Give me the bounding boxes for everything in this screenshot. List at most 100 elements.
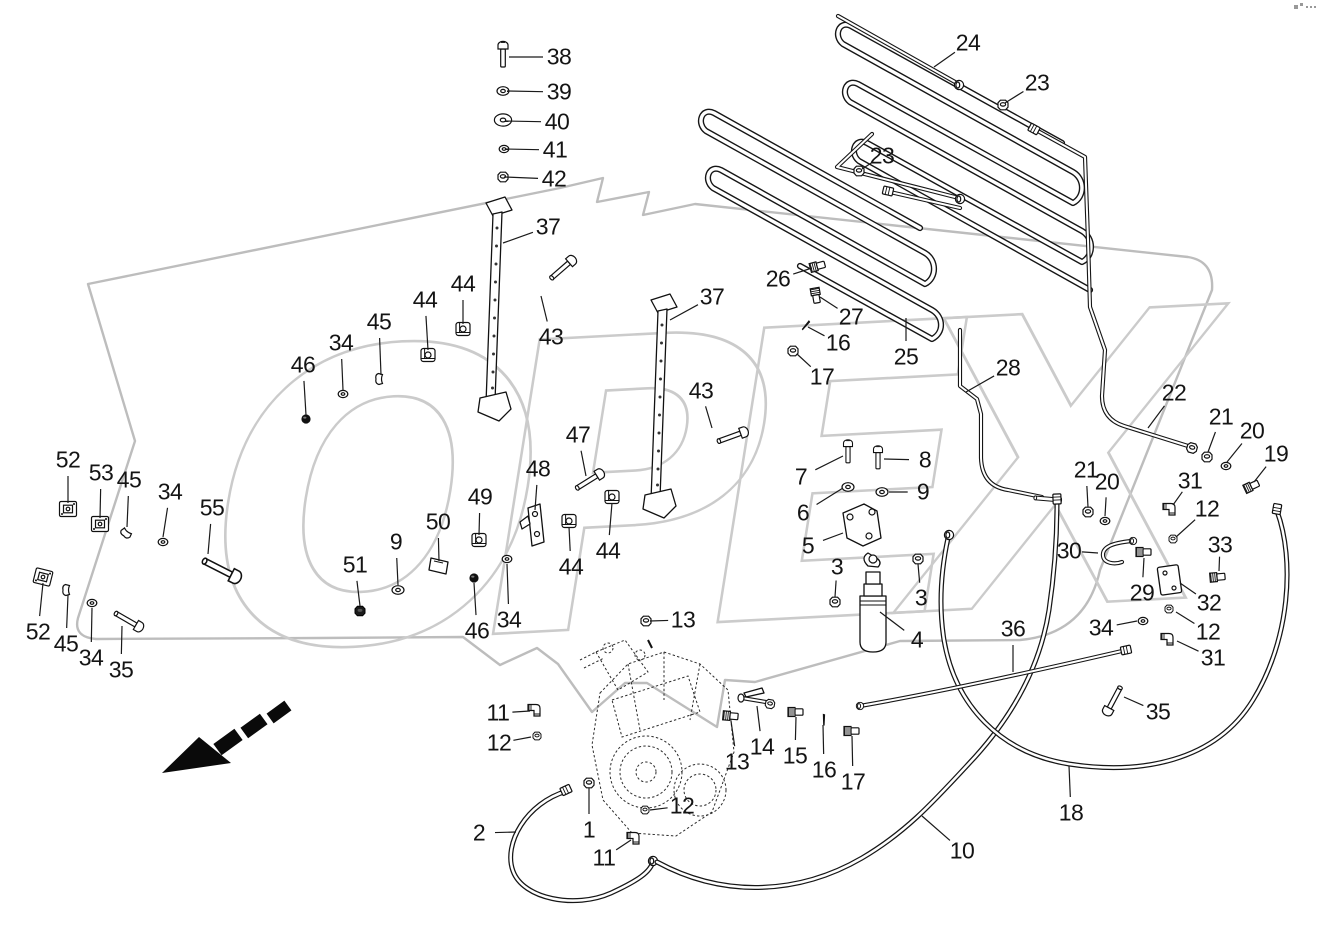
rail-37-left	[477, 196, 513, 422]
fitting-19	[1242, 478, 1261, 495]
leader-line-34	[341, 358, 344, 391]
leader-line-35	[1123, 696, 1144, 707]
cooler-coil-lower	[697, 108, 945, 343]
nut-13a	[640, 615, 652, 627]
tube-short-upper	[881, 185, 963, 211]
clamp-44b	[420, 347, 436, 363]
leader-line-11	[512, 710, 531, 713]
leader-line-9	[396, 557, 399, 586]
leader-line-39	[506, 90, 544, 93]
nut-12d	[1164, 604, 1174, 614]
leader-line-17	[796, 353, 812, 368]
leader-line-27	[819, 296, 838, 309]
bolt-35a	[111, 607, 147, 635]
leader-line-17	[851, 735, 854, 767]
leader-line-46	[473, 582, 477, 616]
hose-10	[654, 493, 1062, 890]
leader-line-26	[793, 267, 813, 275]
leader-line-20	[1226, 443, 1243, 463]
fitting-33	[1209, 571, 1226, 583]
leader-line-3	[834, 580, 837, 598]
leader-line-12	[649, 807, 668, 811]
leader-line-41	[504, 148, 540, 151]
leader-line-46	[303, 380, 307, 416]
wedge-50	[428, 557, 449, 575]
fitting-29	[1135, 546, 1152, 558]
leader-line-42	[503, 176, 539, 179]
direction-arrow	[162, 700, 292, 773]
leader-line-3	[917, 563, 921, 583]
washer-34e	[1137, 616, 1149, 626]
leader-line-52	[39, 582, 44, 617]
washer-34a	[337, 389, 349, 399]
leader-line-20	[1104, 497, 1107, 517]
leader-line-31	[1172, 491, 1183, 506]
leader-line-12	[1175, 611, 1195, 625]
leader-lines	[39, 51, 1267, 851]
nut-12c	[1168, 534, 1178, 544]
leader-line-37	[669, 304, 699, 321]
valve-14	[737, 687, 776, 710]
leader-line-31	[1176, 640, 1199, 652]
clamp-44a	[455, 321, 471, 337]
leader-line-34	[506, 563, 510, 605]
pin-16b	[819, 713, 828, 726]
tube-24	[835, 13, 965, 91]
nut-21b	[1201, 451, 1213, 463]
leader-line-7	[815, 455, 844, 471]
leader-line-18	[1068, 765, 1071, 798]
leader-line-24	[933, 51, 956, 68]
washer-20b	[1220, 461, 1232, 471]
pipe-28	[957, 327, 1063, 506]
pipe-22	[1027, 122, 1199, 455]
block-32	[1156, 564, 1183, 596]
nut-21a	[1082, 506, 1094, 518]
leader-line-23	[1004, 90, 1024, 104]
bolt-38	[497, 40, 509, 68]
leader-line-21	[1207, 431, 1216, 453]
leader-line-48	[534, 484, 538, 511]
leader-line-12	[513, 736, 532, 741]
leader-line-40	[504, 120, 542, 123]
corner-logo	[1294, 3, 1316, 9]
nut-23b	[853, 165, 865, 177]
washer-20a	[1099, 516, 1111, 526]
leader-line-2	[494, 831, 517, 834]
plug-46a	[301, 414, 311, 424]
plug-46b	[469, 573, 479, 583]
washer-34b	[501, 554, 513, 564]
leader-line-47	[580, 450, 587, 477]
clip-45a	[375, 372, 384, 386]
leader-line-19	[1253, 466, 1267, 483]
clamp-49	[471, 532, 487, 548]
hose-2	[508, 783, 659, 904]
leader-line-5	[822, 532, 844, 541]
washer-34c	[157, 537, 169, 547]
leader-line-44	[608, 502, 613, 536]
leader-line-12	[1175, 519, 1196, 538]
leader-line-11	[615, 839, 632, 851]
watermark: ОРЕХ	[169, 222, 1255, 747]
washer-34d	[86, 598, 98, 608]
watermark-text: ОРЕХ	[170, 224, 1253, 746]
leader-line-43	[704, 406, 713, 429]
leader-line-37	[502, 231, 534, 244]
clamp-52a	[58, 500, 78, 518]
leader-line-34	[90, 607, 93, 643]
bracket-48	[519, 503, 545, 547]
filter-dryer	[859, 552, 887, 653]
clamp-44c	[561, 513, 577, 529]
nut-3b	[912, 553, 924, 565]
leader-line-22	[1147, 405, 1165, 429]
leader-line-4	[879, 611, 905, 631]
washer-9a	[391, 585, 405, 595]
clamp-53	[90, 515, 110, 533]
hose-36	[855, 644, 1133, 711]
nut-17a	[787, 345, 799, 357]
leader-line-28	[965, 375, 995, 393]
leader-line-29	[1142, 557, 1145, 578]
leader-line-32	[1179, 582, 1197, 595]
nut-51	[354, 605, 366, 617]
tube-z-bend	[834, 131, 966, 205]
